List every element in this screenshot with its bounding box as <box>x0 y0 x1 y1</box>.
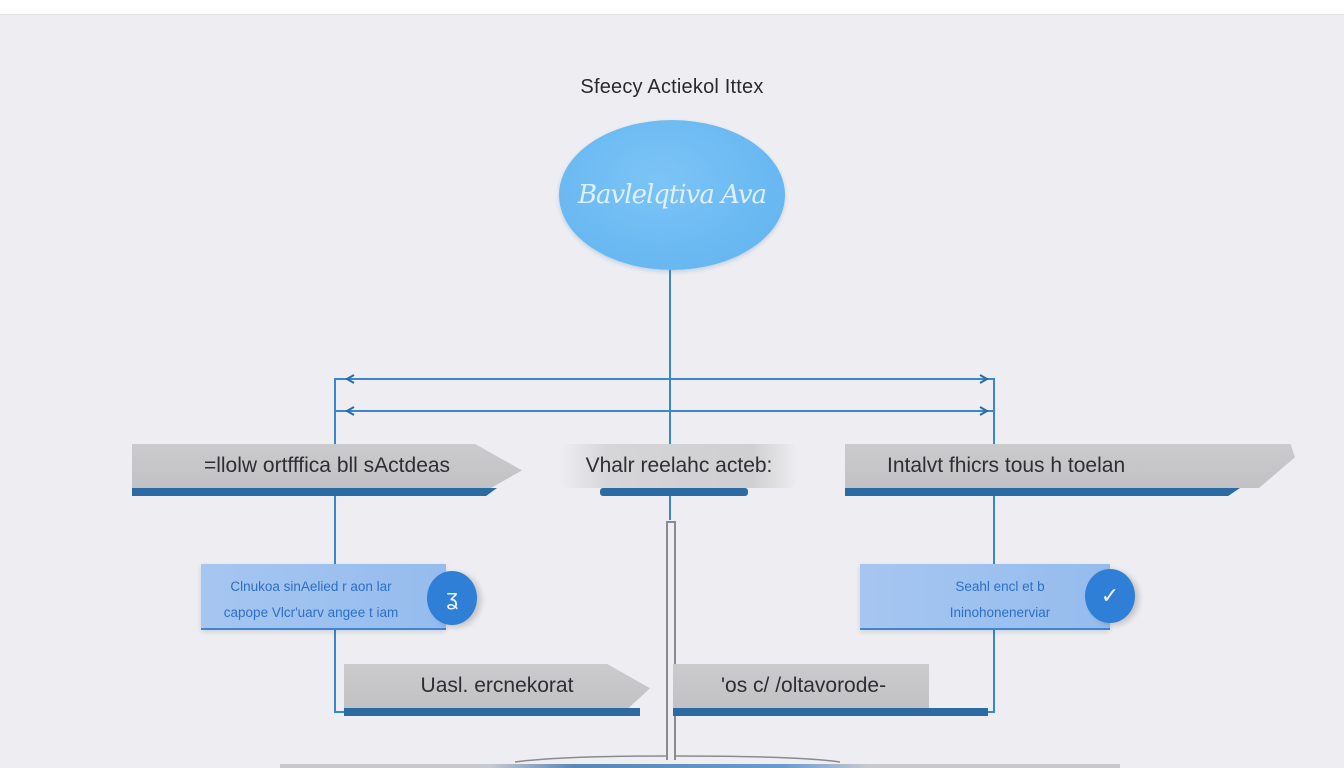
arrow-head-right-top <box>979 374 990 384</box>
center-grey-stem <box>666 521 676 760</box>
arrow-head-right-bottom <box>979 406 990 416</box>
window-top-bar <box>0 0 1344 15</box>
node-base-stripe <box>673 708 988 716</box>
arrow-head-left-bottom <box>344 406 355 416</box>
node-base-stripe <box>845 488 1240 496</box>
card-line-2: capope Vlcr'uarv angee t iam <box>223 605 399 620</box>
card-line-1: Seahl encl et b <box>955 579 1045 594</box>
check-icon-glyph: ✓ <box>1100 583 1120 608</box>
arrow-head-left-top <box>344 374 355 384</box>
root-node[interactable]: Bavlelqtiva Ava <box>559 120 785 270</box>
root-node-label: Bavlelqtiva Ava <box>577 180 767 210</box>
node-base-stripe <box>600 488 748 496</box>
base-curve-left <box>514 755 668 763</box>
node-label: Intalvt fhicrs tous h toelan <box>887 454 1126 477</box>
node-body <box>673 664 929 708</box>
node-body <box>132 444 522 488</box>
node-label: Vhalr reelahc acteb: <box>585 454 773 477</box>
node-body <box>845 444 1295 488</box>
hand-icon[interactable]: ʓ <box>427 571 477 625</box>
hand-icon-glyph: ʓ <box>446 585 458 610</box>
node-body <box>344 664 650 708</box>
node-base-stripe <box>344 708 640 716</box>
node-label: =llolw ortfffica bll sActdeas <box>203 454 451 477</box>
check-icon[interactable]: ✓ <box>1085 569 1135 623</box>
node-base-stripe <box>132 488 497 496</box>
level1-node-right[interactable]: Intalvt fhicrs tous h toelan <box>845 444 1295 496</box>
node-body <box>560 444 798 488</box>
level2-node-left[interactable]: Uasl. ercnekorat <box>344 664 650 716</box>
level1-node-left[interactable]: =llolw ortfffica bll sActdeas <box>132 444 522 496</box>
base-curve-right <box>674 755 841 763</box>
bottom-base-strip <box>280 764 1120 768</box>
level2-node-right[interactable]: 'os c/ /oltavorode- <box>673 664 993 716</box>
info-card-left[interactable]: Clnukoa sinAelied r aon lar capope Vlcr'… <box>201 564 446 630</box>
card-line-2: Ininohonenerviar <box>949 605 1051 620</box>
diagram-title: Sfeecy Actiekol Ittex <box>580 76 764 98</box>
card-line-1: Clnukoa sinAelied r aon lar <box>230 579 392 594</box>
info-card-right[interactable]: Seahl encl et b Ininohonenerviar <box>860 564 1110 630</box>
node-label: Uasl. ercnekorat <box>420 674 574 697</box>
node-label: 'os c/ /oltavorode- <box>721 674 887 697</box>
level1-node-center[interactable]: Vhalr reelahc acteb: <box>560 444 798 496</box>
